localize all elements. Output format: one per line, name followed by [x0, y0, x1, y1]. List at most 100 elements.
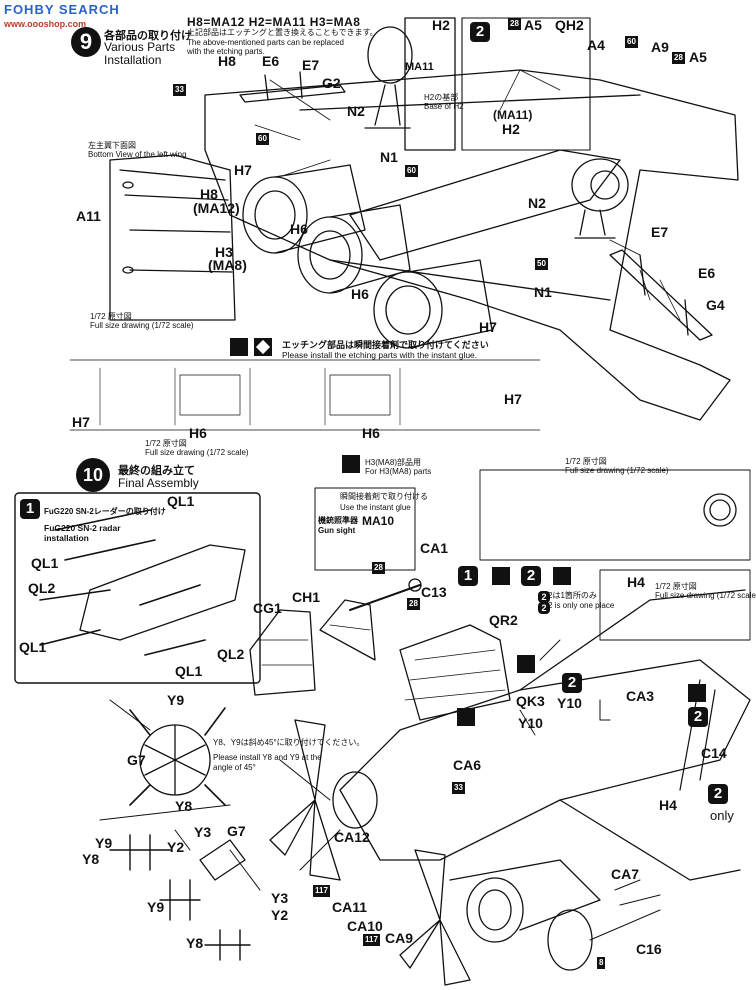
label-ma11: MA11 [405, 61, 434, 73]
instant-glue-en: Use the instant glue [340, 503, 411, 512]
label-c14: C14 [701, 745, 727, 761]
etching-brush-icon [230, 338, 248, 356]
label-h2: H2 [432, 17, 450, 33]
label-e7b: E7 [651, 224, 669, 240]
label-n2: N2 [347, 103, 365, 119]
h3-parts-pin-icon [342, 455, 360, 473]
label-c16: C16 [636, 941, 662, 957]
substep-2d: 2 [562, 673, 582, 693]
etching-note-jp: エッチング部品は瞬間接着剤で取り付けてください [282, 340, 489, 350]
gun-sight-en: Gun sight [318, 526, 356, 535]
label-ma12: (MA12) [193, 200, 240, 216]
label-a5b: A5 [689, 49, 707, 65]
step-9-title-en2: Installation [104, 53, 162, 67]
substep-2b: 2 [538, 591, 550, 603]
step-9-title-en1: Various Parts [104, 40, 176, 54]
label-h6d: H6 [362, 425, 380, 441]
pin-icon-c [688, 684, 706, 702]
substep-2c: 2 [538, 602, 550, 614]
label-ql2a: QL2 [28, 580, 56, 596]
watermark-url: www.oooshop.com [4, 19, 87, 29]
step-10-title-en: Final Assembly [118, 476, 199, 490]
label-g2: G2 [322, 75, 341, 91]
part-number-33: 33 [173, 84, 186, 96]
label-y9a: Y9 [167, 692, 185, 708]
label-ma10: MA10 [362, 514, 395, 528]
step9-substep-2: 2 [470, 22, 490, 42]
label-g4: G4 [706, 297, 725, 313]
part-number-28c: 28 [372, 562, 385, 574]
part-number-28b: 28 [672, 52, 685, 64]
label-y10a: Y10 [557, 695, 582, 711]
label-ql1c: QL1 [19, 639, 47, 655]
label-y8a: Y8 [175, 798, 193, 814]
label-c13: C13 [421, 584, 447, 600]
substep-2e: 2 [688, 707, 708, 727]
part-number-60a: 60 [256, 133, 269, 145]
step-9-title-jp: 各部品の取り付け [104, 30, 192, 42]
part-number-60b: 60 [405, 165, 418, 177]
scale-jp: 1/72 原寸図 [90, 312, 132, 321]
label-a4: A4 [587, 37, 605, 53]
part-number-117b: 117 [363, 934, 380, 946]
part-number-28a: 28 [508, 18, 521, 30]
label-e6b: E6 [698, 265, 716, 281]
part-number-28d: 28 [407, 598, 420, 610]
radar-title-jp: FuG220 SN-2レーダーの取り付け [44, 507, 166, 516]
only-note: only [710, 808, 734, 823]
replace-note-en1: The above-mentioned parts can be replace… [187, 38, 344, 47]
label-ql2b: QL2 [217, 646, 245, 662]
part-number-8: 8 [597, 957, 606, 969]
label-qr2: QR2 [489, 612, 518, 628]
label-y3b: Y3 [271, 890, 289, 906]
label-h3: H3 [215, 244, 233, 260]
label-ch1: CH1 [292, 589, 321, 605]
radar-title-en1: FuG220 SN-2 radar [44, 523, 121, 533]
h3-parts-en: For H3(MA8) parts [365, 467, 432, 476]
label-qh2: QH2 [555, 17, 584, 33]
label-ca7: CA7 [611, 866, 640, 882]
label-cg1: CG1 [253, 600, 282, 616]
label-h7d: H7 [504, 391, 522, 407]
label-n1b: N1 [534, 284, 552, 300]
gun-sight-jp: 機銃照準器 [318, 516, 358, 525]
one-place-en: 2 is only one place [548, 601, 615, 610]
label-a11: A11 [76, 208, 101, 224]
substep-1: 1 [458, 566, 478, 586]
label-h8: H8 [218, 53, 236, 69]
etching-note-en: Please install the etching parts with th… [282, 350, 478, 360]
label-ca1: CA1 [420, 540, 449, 556]
label-y8c: Y8 [186, 935, 204, 951]
label-y8b: Y8 [82, 851, 100, 867]
label-ql1b: QL1 [31, 555, 59, 571]
bottom-view-jp: 左主翼下面図 [88, 141, 136, 150]
label-h7: H7 [234, 162, 252, 178]
label-h6c: H6 [189, 425, 207, 441]
step-10-number: 10 [76, 458, 110, 492]
scale2-jp: 1/72 原寸図 [145, 439, 187, 448]
part-number-33b: 33 [452, 782, 465, 794]
replace-note-jp: 上記部品はエッチングと置き換えることもできます。 [187, 28, 378, 37]
part-number-60c: 60 [625, 36, 638, 48]
label-h2b: H2 [502, 121, 520, 137]
label-h8-ma12: H8 [200, 186, 218, 202]
step-10-title-jp: 最終の組み立て [118, 465, 195, 477]
h3-parts-jp: H3(MA8)部品用 [365, 458, 422, 467]
label-y3a: Y3 [194, 824, 212, 840]
label-ma8: (MA8) [208, 257, 247, 273]
scale2-en: Full size drawing (1/72 scale) [145, 448, 249, 457]
radar-substep-1: 1 [20, 499, 40, 519]
label-h4b: H4 [659, 797, 677, 813]
label-a9: A9 [651, 39, 669, 55]
step-9-number: 9 [71, 27, 101, 57]
label-h7b: H7 [479, 319, 497, 335]
label-h4: H4 [627, 574, 645, 590]
bottom-view-en: Bottom View of the left wing [88, 150, 187, 159]
label-n2b: N2 [528, 195, 546, 211]
antenna-note-jp: Y8、Y9は斜め45°に取り付けてください。 [213, 738, 365, 747]
label-h7c: H7 [72, 414, 90, 430]
label-ca6: CA6 [453, 757, 482, 773]
etching-diamond-icon [254, 338, 272, 356]
label-ca9: CA9 [385, 930, 414, 946]
